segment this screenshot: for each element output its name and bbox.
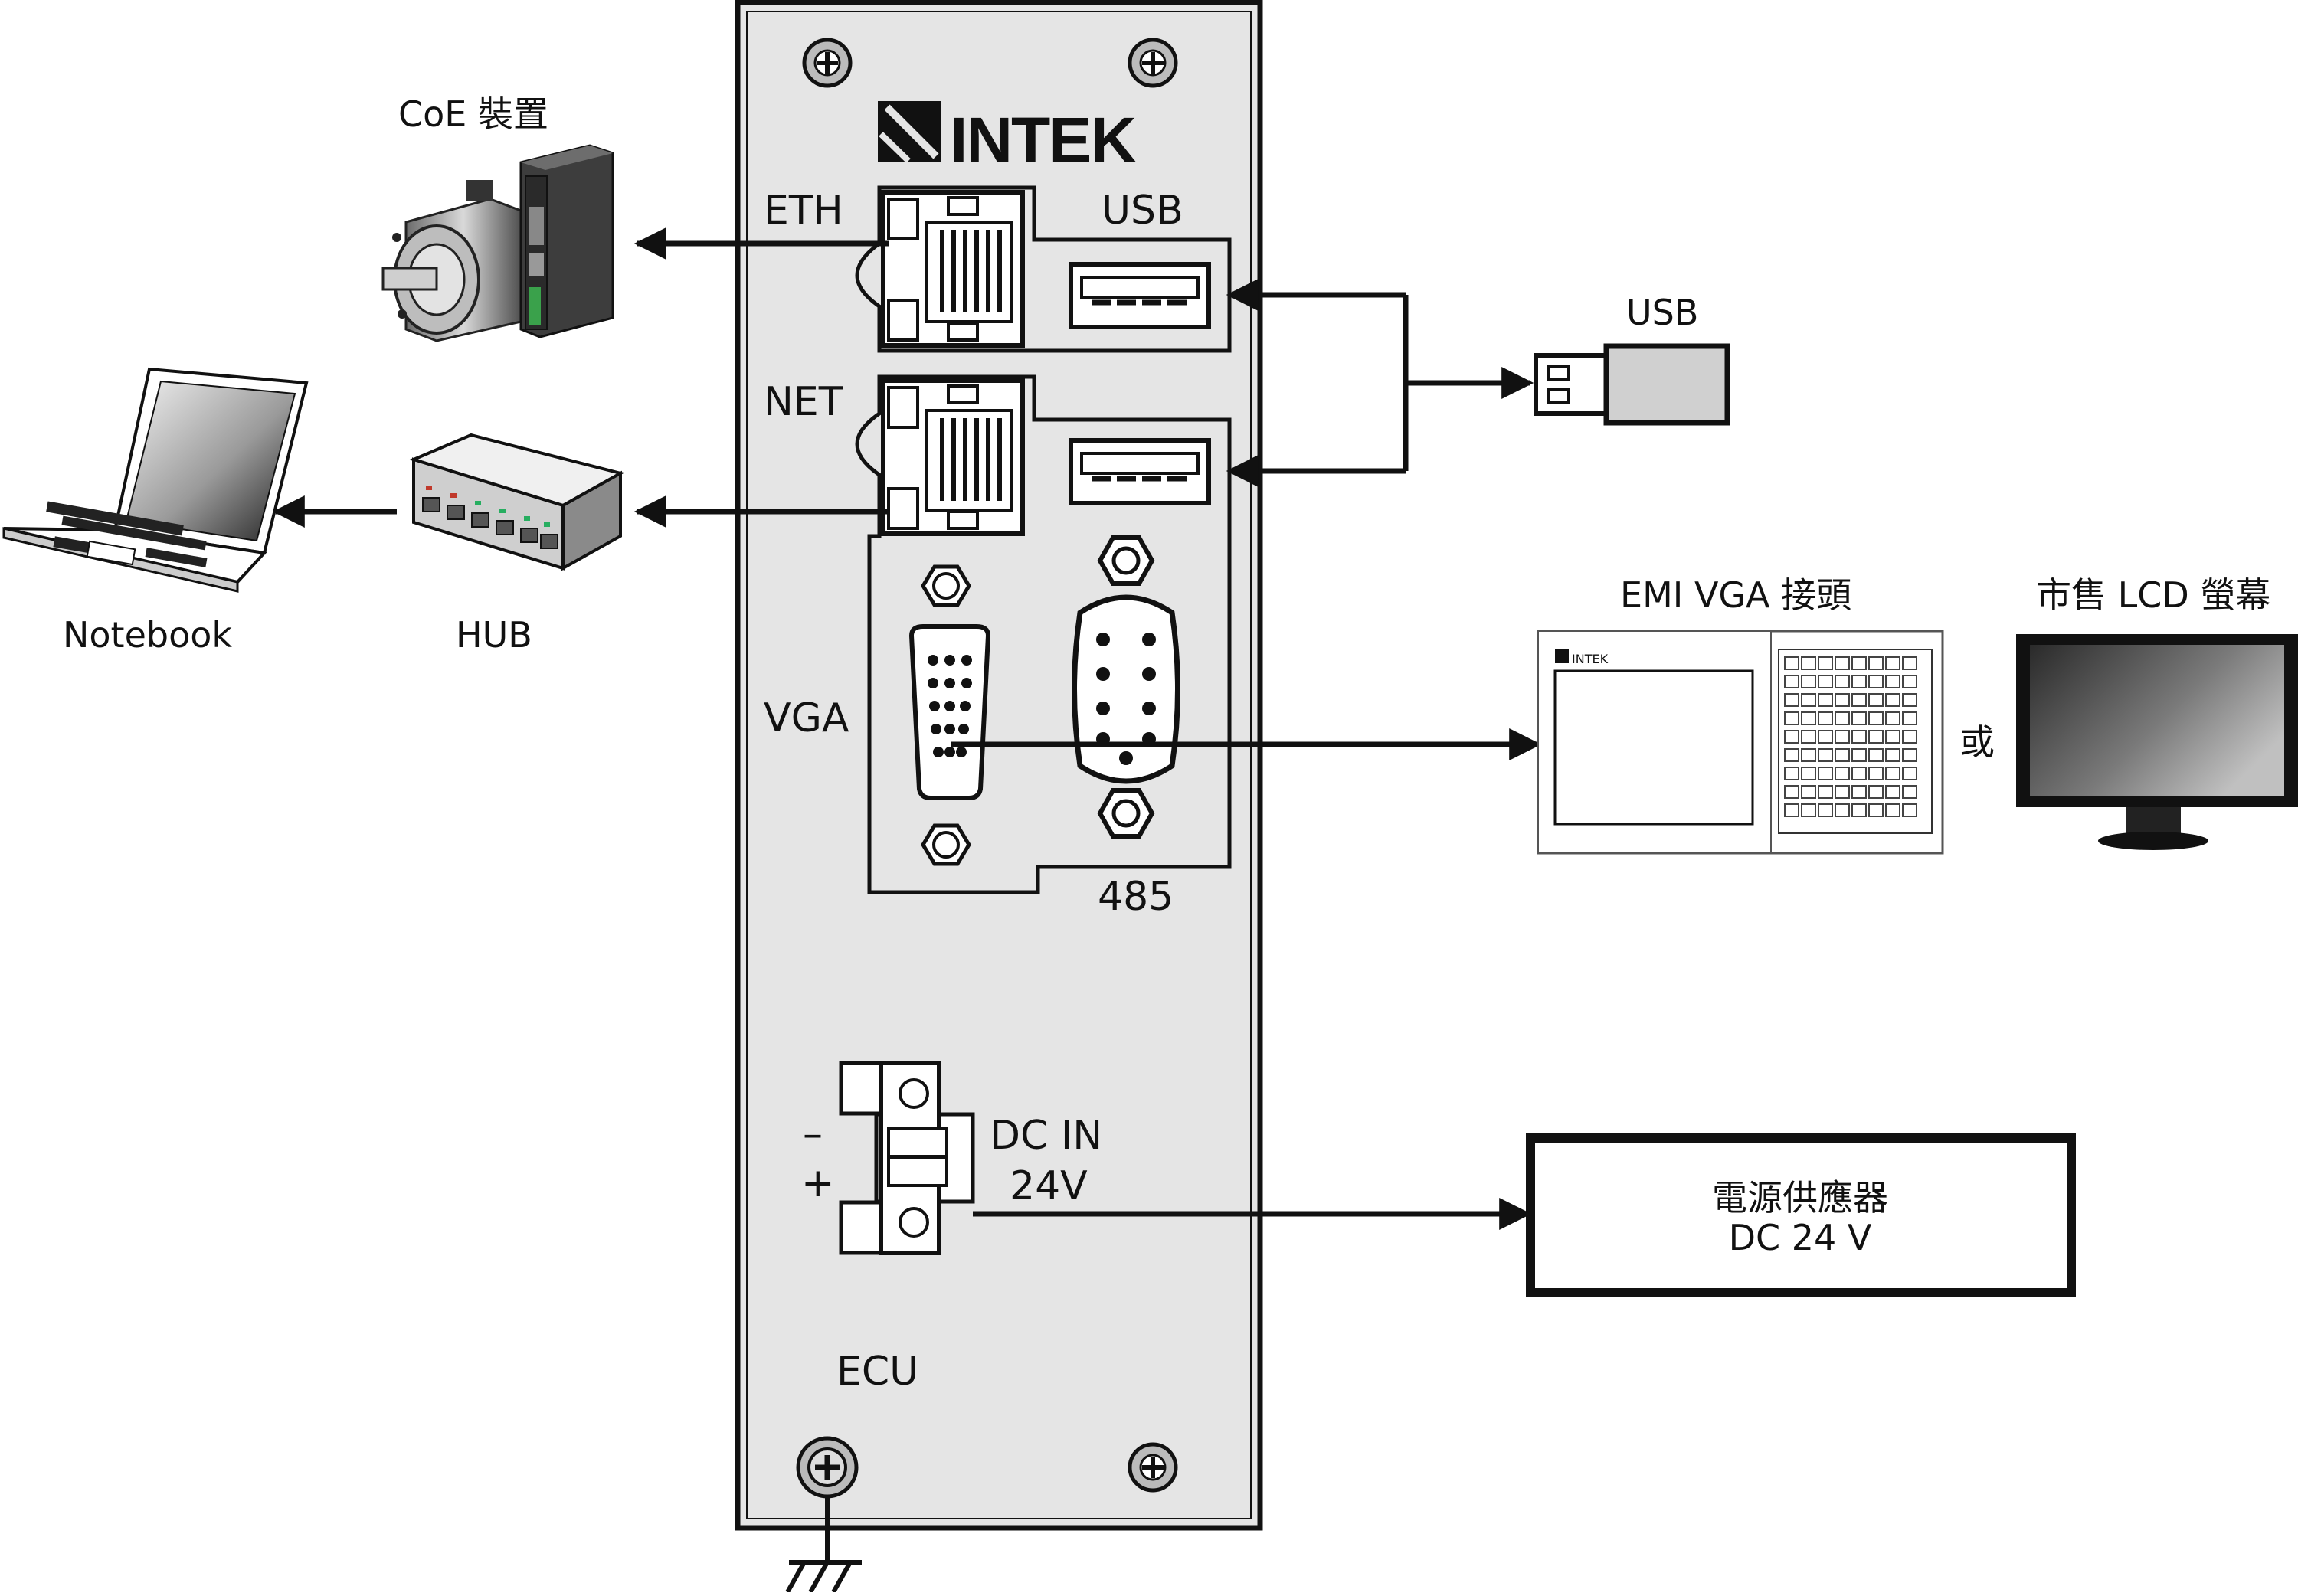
vga-port xyxy=(908,624,991,800)
ground-screw-icon xyxy=(796,1436,859,1499)
usb-stick-label: USB xyxy=(1626,292,1698,333)
net-label: NET xyxy=(764,379,843,425)
screw-icon xyxy=(1128,1442,1178,1493)
lcd-monitor-icon xyxy=(2016,634,2298,850)
rs485-label: 485 xyxy=(1098,874,1174,920)
emi-vga-panel-icon: INTEK xyxy=(1537,630,1944,855)
power-supply-voltage: DC 24 V xyxy=(1729,1217,1872,1258)
usb-port xyxy=(1069,438,1211,505)
rs485-port xyxy=(1072,594,1180,784)
ecu-label: ECU xyxy=(836,1349,918,1395)
hub-label: HUB xyxy=(456,614,532,656)
screw-icon xyxy=(802,38,853,88)
dc-plus-label: + xyxy=(801,1160,835,1206)
vga-label: VGA xyxy=(764,695,849,741)
lcd-monitor-label: 市售 LCD 螢幕 xyxy=(2036,574,2270,616)
usb-stick-icon xyxy=(1534,343,1730,426)
coe-device-icon xyxy=(381,144,614,342)
hex-nut-icon xyxy=(1097,535,1155,586)
screw-icon xyxy=(1128,38,1178,88)
usb-label: USB xyxy=(1102,188,1183,234)
power-supply-box xyxy=(1526,1133,2076,1297)
intek-logo: INTEK xyxy=(878,101,1138,176)
notebook-label: Notebook xyxy=(63,614,232,656)
coe-label: CoE 裝置 xyxy=(398,93,548,135)
notebook-icon xyxy=(2,367,309,593)
dc-minus-label: – xyxy=(803,1111,823,1157)
net-port xyxy=(881,378,1025,536)
ground-symbol-icon xyxy=(785,1496,862,1594)
eth-port xyxy=(881,190,1025,348)
hub-icon xyxy=(409,433,625,571)
net-vga-port-group xyxy=(855,374,1232,894)
dc-in-terminal xyxy=(839,1061,975,1255)
hex-nut-icon xyxy=(921,823,971,866)
usb-port xyxy=(1069,262,1211,329)
emi-vga-label: EMI VGA 接頭 xyxy=(1620,574,1851,616)
dc-in-label: DC IN xyxy=(990,1113,1102,1159)
brand-name: INTEK xyxy=(950,104,1136,176)
or-label: 或 xyxy=(1959,721,1995,763)
eth-label: ETH xyxy=(764,188,843,234)
hex-nut-icon xyxy=(1097,788,1155,839)
dc-voltage-label: 24V xyxy=(1010,1163,1088,1209)
hex-nut-icon xyxy=(921,564,971,607)
emi-brand-name: INTEK xyxy=(1572,652,1609,666)
power-supply-label: 電源供應器 xyxy=(1712,1177,1888,1218)
